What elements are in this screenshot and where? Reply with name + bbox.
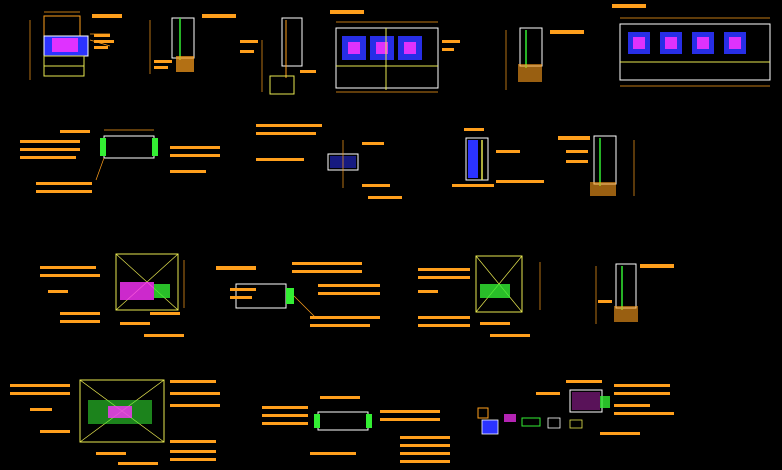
detail-plan-h bbox=[536, 380, 674, 435]
detail-section-g bbox=[452, 128, 544, 187]
detail-plan-d bbox=[216, 262, 380, 327]
detail-section-a bbox=[29, 11, 122, 80]
detail-plan-a bbox=[20, 129, 220, 193]
detail-section-e bbox=[505, 27, 584, 90]
detail-section-i bbox=[595, 263, 674, 324]
detail-plan-c bbox=[40, 253, 185, 337]
detail-section-b bbox=[149, 14, 236, 74]
detail-section-c bbox=[240, 17, 316, 95]
detail-section-f bbox=[612, 4, 771, 87]
detail-plan-g bbox=[262, 396, 450, 463]
detail-section-d bbox=[330, 10, 460, 93]
detail-plan-e bbox=[418, 255, 541, 337]
detail-plan-f bbox=[10, 379, 220, 465]
detail-section-h bbox=[558, 135, 635, 196]
detail-plan-b bbox=[256, 124, 402, 199]
detail-small-parts bbox=[477, 407, 583, 435]
